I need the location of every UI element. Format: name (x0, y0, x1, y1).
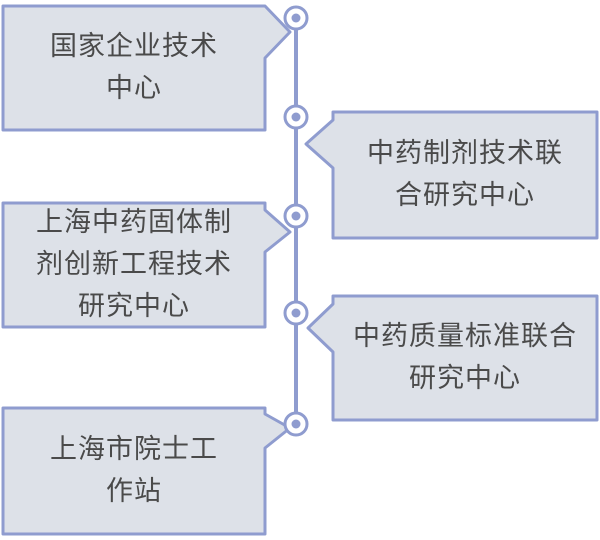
timeline-dot-3 (283, 203, 309, 229)
timeline-box-2 (304, 110, 599, 240)
timeline-label-5: 上海市院士工 作站 (50, 434, 218, 507)
timeline-box-5 (1, 406, 292, 536)
timeline-label-3: 上海中药固体制 剂创新工程技术 研究中心 (36, 207, 232, 322)
timeline-dot-1 (283, 5, 309, 31)
timeline-box-4 (306, 294, 599, 422)
timeline-dot-5 (283, 411, 309, 437)
timeline-box-3 (1, 201, 292, 329)
timeline-dot-4 (283, 300, 309, 326)
timeline-label-4: 中药质量标准联合 研究中心 (353, 321, 577, 394)
timeline-box-1 (1, 4, 292, 132)
timeline-label-2: 中药制剂技术联 合研究中心 (367, 138, 563, 211)
timeline-label-1: 国家企业技术 中心 (50, 31, 218, 104)
timeline-dot-2 (283, 104, 309, 130)
